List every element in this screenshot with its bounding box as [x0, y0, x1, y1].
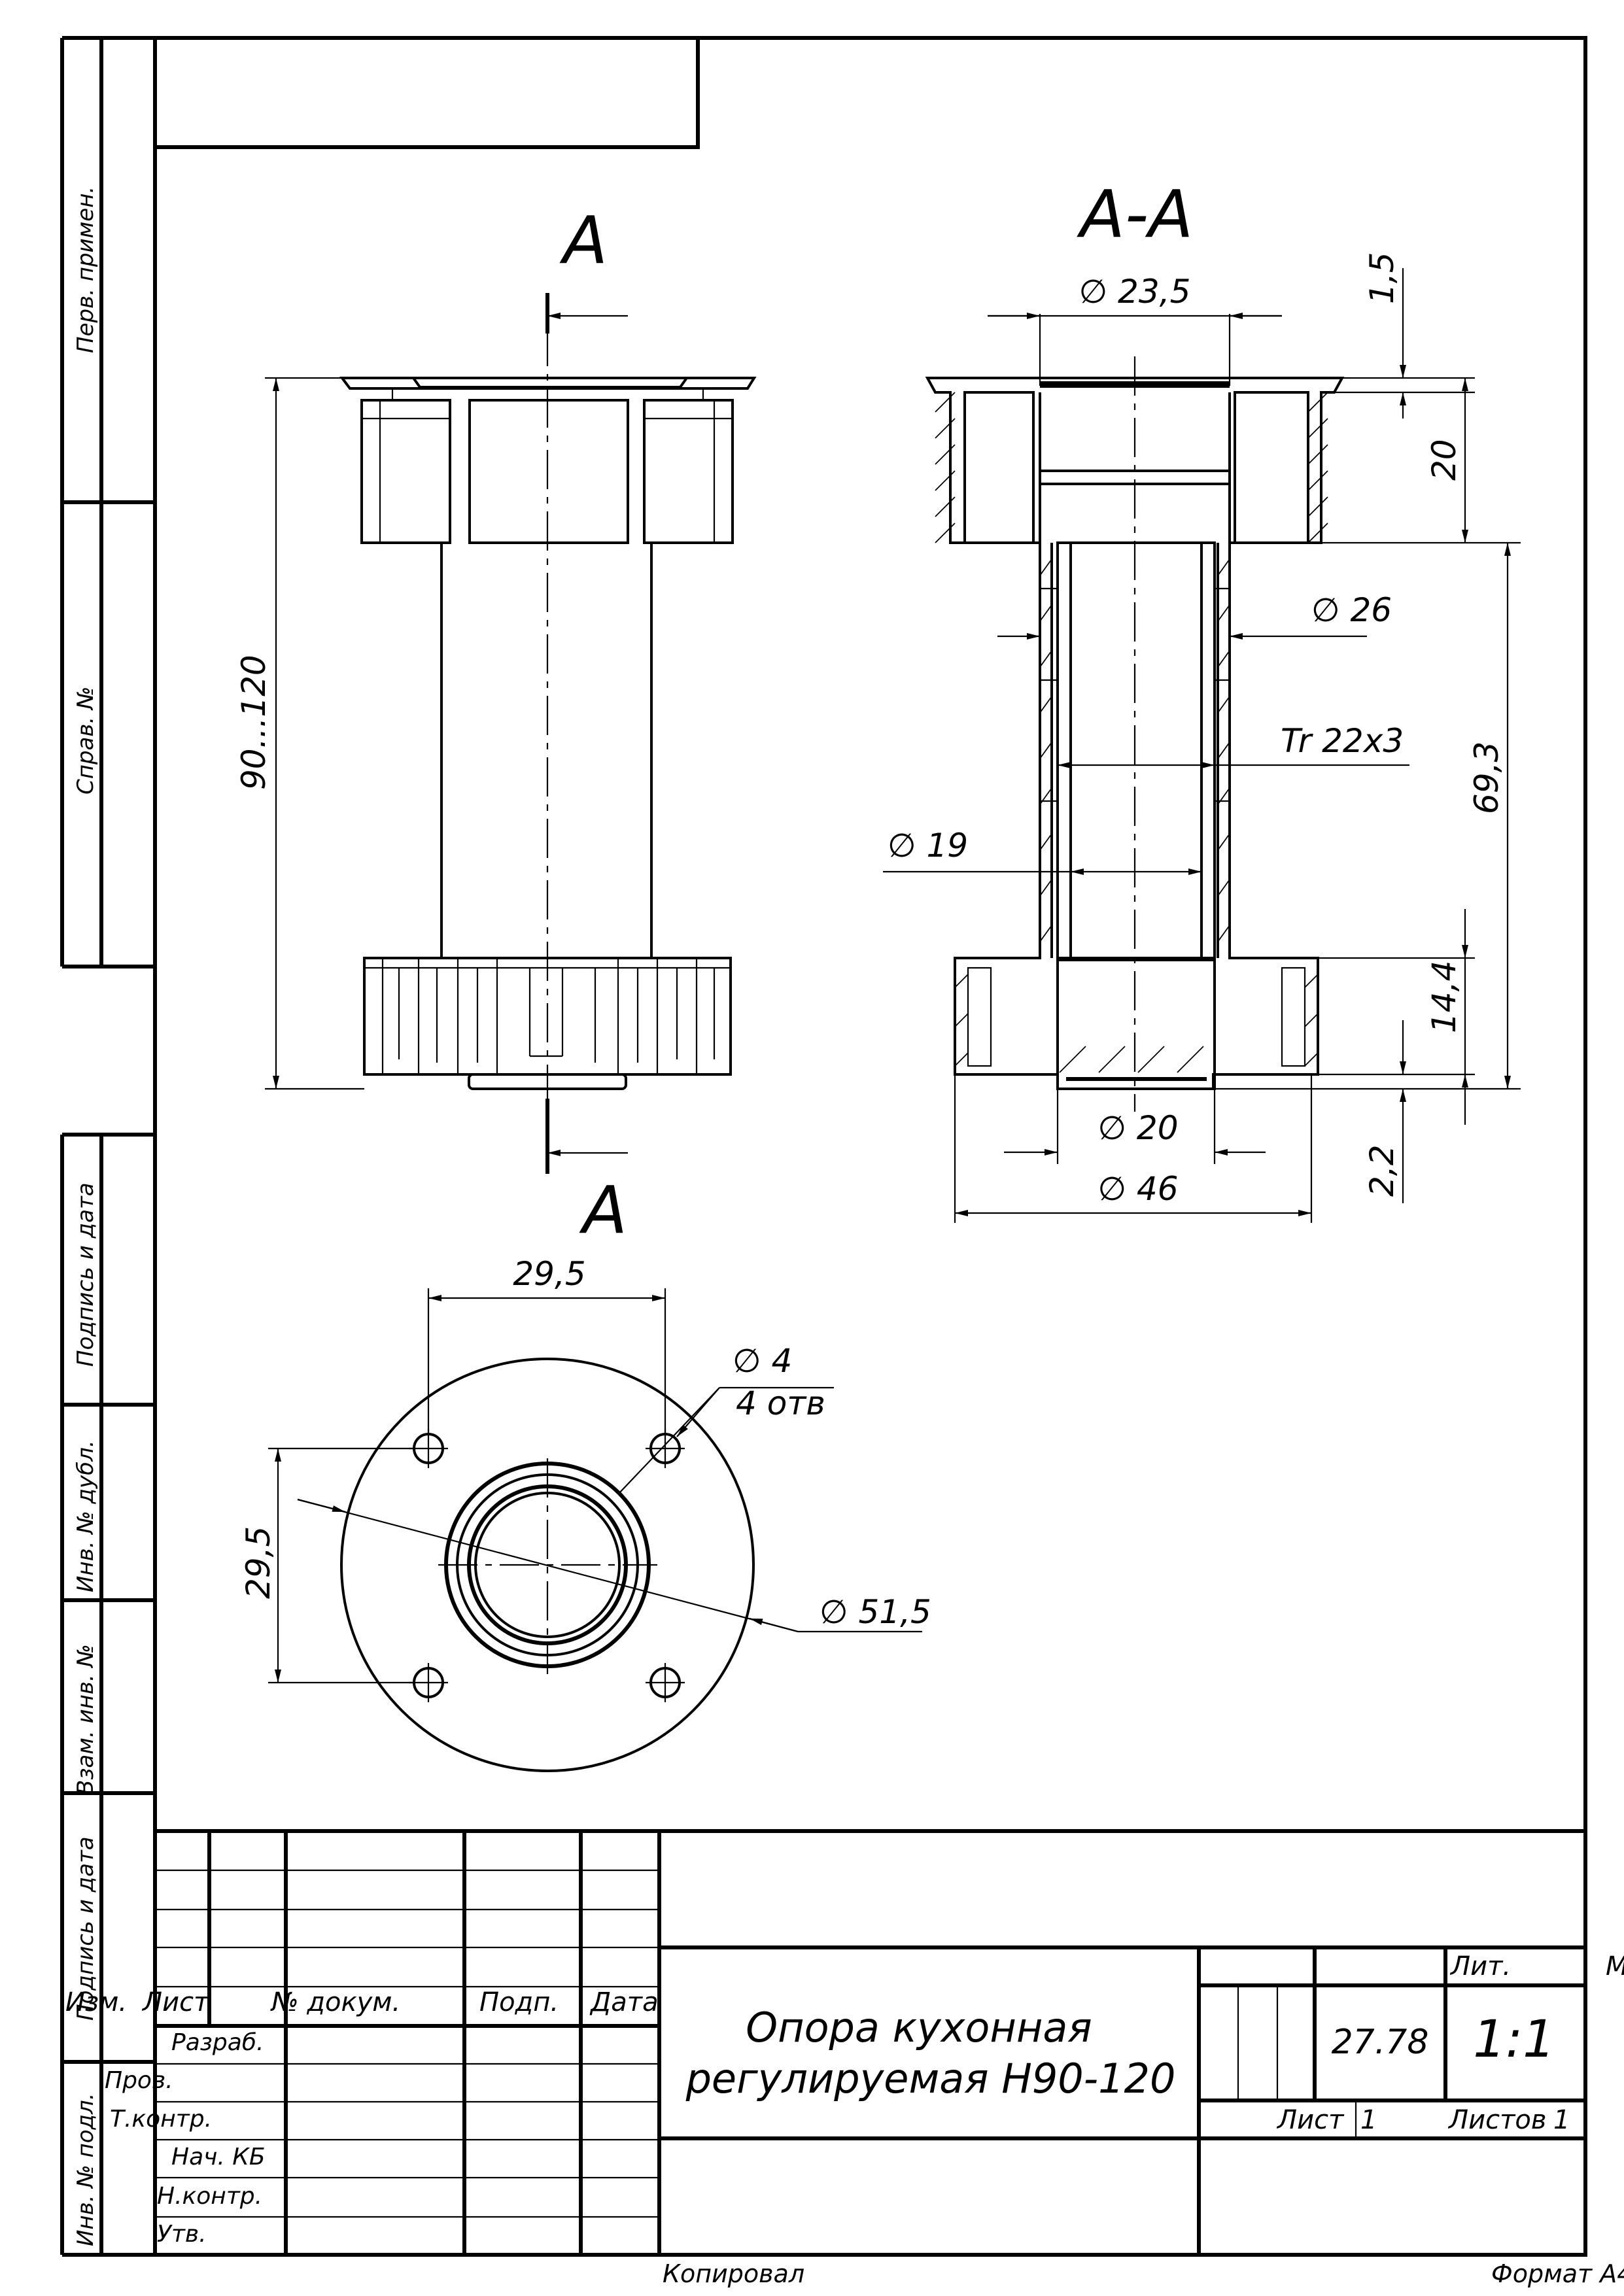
sheets-label: Листов [1447, 2105, 1546, 2135]
sheet-label: Лист [1276, 2105, 1345, 2135]
lit-label: Лит. [1449, 1951, 1511, 1981]
header-date: Дата [589, 1987, 659, 2017]
header-doc: № докум. [270, 1987, 400, 2017]
side-stamp-label: Взам. инв. № [73, 1644, 99, 1795]
dim-thread: Tr 22х3 [1281, 722, 1404, 760]
dim-69-3: 69,3 [1468, 742, 1506, 814]
side-stamp-label: Перв. примен. [73, 186, 99, 353]
dim-20: 20 [1425, 439, 1463, 481]
mounting-hole [646, 1663, 685, 1702]
dim-14-4: 14,4 [1425, 961, 1463, 1033]
dim-d51-5: ∅ 51,5 [820, 1593, 931, 1631]
dim-top-bore: ∅ 23,5 [1079, 273, 1191, 311]
dim-hole-diameter: ∅ 4 [733, 1342, 792, 1380]
role-developer: Разраб. [171, 2029, 264, 2056]
dim-plan-width: 29,5 [513, 1255, 585, 1293]
role-checker: Пров. [105, 2067, 173, 2094]
section-view [883, 268, 1521, 1223]
role-approver: Утв. [157, 2221, 207, 2248]
side-stamp: Перв. примен. Справ. № Подпись и дата Ин… [73, 186, 99, 2246]
front-view [265, 293, 757, 1174]
header-sign: Подп. [479, 1987, 559, 2017]
dim-hole-count: 4 отв [736, 1384, 825, 1422]
dim-d46: ∅ 46 [1097, 1170, 1178, 1208]
format-label: Формат А4 [1491, 2259, 1624, 2288]
side-stamp-label: Инв. № дубл. [73, 1440, 99, 1592]
scale-value: 1:1 [1473, 2010, 1555, 2069]
dim-d26: ∅ 26 [1311, 591, 1392, 629]
mass-label-cut: М [1606, 1951, 1624, 1981]
part-name-line2: регулируемая H90-120 [685, 2055, 1176, 2102]
dim-d19: ∅ 19 [888, 827, 968, 865]
side-stamp-label: Инв. № подл. [73, 2093, 99, 2246]
header-izm: Изм. [65, 1987, 127, 2017]
dim-plan-height: 29,5 [239, 1526, 277, 1599]
dim-front-height: 90...120 [235, 655, 273, 790]
header-list: Лист [141, 1987, 210, 2017]
title-block-text: Изм. Лист № докум. Подп. Дата Разраб. Пр… [65, 1951, 1624, 2248]
title-block [155, 1829, 1585, 2255]
side-stamp-label: Подпись и дата [73, 1182, 99, 1367]
dim-1-5: 1,5 [1363, 252, 1401, 304]
part-name-line1: Опора кухонная [746, 2004, 1092, 2051]
cut-label-bottom: А [579, 1172, 627, 1248]
dim-2-2: 2,2 [1363, 1144, 1401, 1197]
role-tech-control: Т.контр. [110, 2106, 212, 2133]
role-norm-control: Н.контр. [157, 2183, 262, 2210]
plan-view [268, 1288, 922, 1772]
cut-label-top: А [559, 202, 608, 279]
dim-d20: ∅ 20 [1097, 1109, 1178, 1147]
section-title: А-А [1077, 176, 1194, 252]
sheet-number: 1 [1360, 2105, 1377, 2135]
mass-value: 27.78 [1332, 2023, 1429, 2062]
mounting-hole [409, 1429, 448, 1468]
role-head: Нач. КБ [171, 2144, 266, 2170]
side-stamp-label: Подпись и дата [73, 1836, 99, 2021]
copied-label: Копировал [663, 2259, 804, 2288]
sheets-number: 1 [1553, 2105, 1570, 2135]
side-stamp-label: Справ. № [73, 687, 99, 795]
drawing-frame [60, 36, 1587, 2257]
mounting-hole [409, 1663, 448, 1702]
